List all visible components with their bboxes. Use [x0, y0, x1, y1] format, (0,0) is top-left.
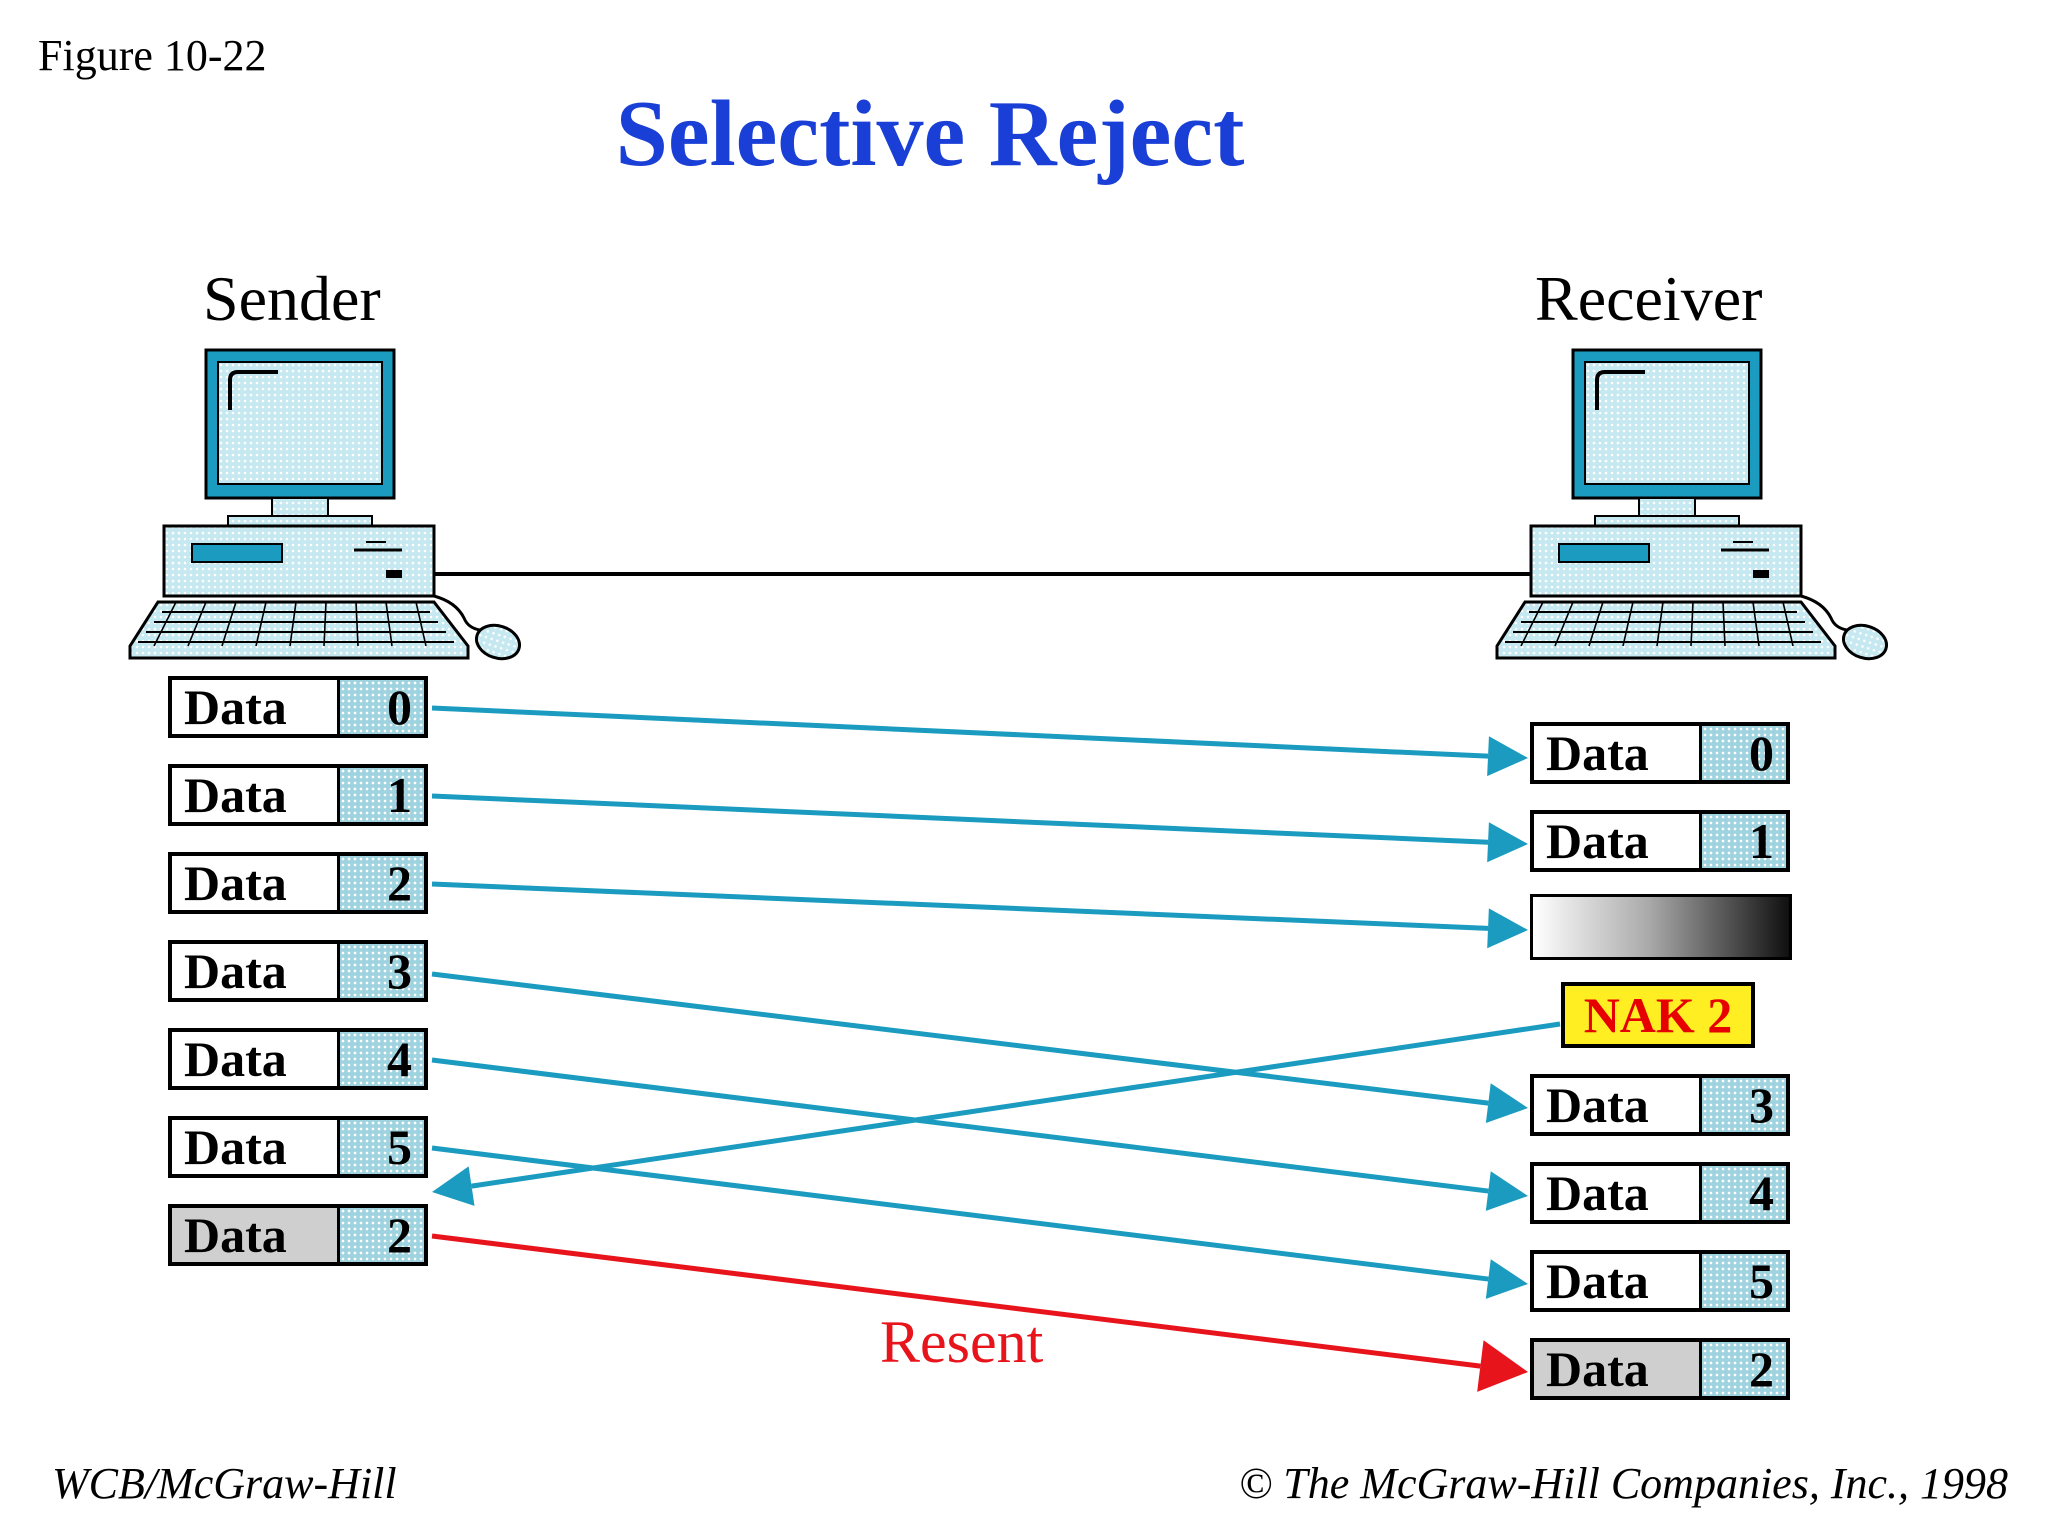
receiver-label: Receiver [1535, 263, 1763, 334]
sender-frame-seq: 5 [340, 1120, 424, 1174]
arrow-nak-2 [432, 1021, 1561, 1206]
page-title: Selective Reject [615, 82, 1245, 186]
sender-frame-seq: 0 [340, 680, 424, 734]
receiver-frame-label: Data [1534, 1342, 1702, 1396]
receiver-frame-seq: 4 [1702, 1166, 1786, 1220]
receiver-frame-label: Data [1534, 814, 1702, 868]
nak-frame: NAK 2 [1561, 982, 1755, 1048]
receiver-frame-seq: 1 [1702, 814, 1786, 868]
receiver-frame-label: Data [1534, 1078, 1702, 1132]
sender-frame-seq: 2 [340, 856, 424, 910]
damaged-frame [1530, 894, 1792, 960]
sender-frame-seq: 4 [340, 1032, 424, 1086]
sender-frame-label: Data [172, 944, 340, 998]
sender-computer-icon [128, 348, 526, 667]
sender-frame-seq: 1 [340, 768, 424, 822]
sender-frame-label: Data [172, 1120, 340, 1174]
resent-label: Resent [880, 1309, 1044, 1375]
sender-frame-label: Data [172, 680, 340, 734]
receiver-frame-seq: 3 [1702, 1078, 1786, 1132]
arrow-data-4 [431, 1057, 1528, 1211]
sender-frame-label: Data [172, 856, 340, 910]
receiver-frame-label: Data [1534, 1166, 1702, 1220]
arrow-data-2 [431, 881, 1528, 949]
arrow-data-1 [431, 793, 1528, 863]
receiver-frame-label: Data [1534, 1254, 1702, 1308]
figure-label: Figure 10-22 [38, 31, 267, 80]
arrow-resent-data-2 [431, 1233, 1528, 1392]
sender-frame-seq: 3 [340, 944, 424, 998]
sender-label: Sender [203, 263, 381, 334]
receiver-computer-icon [1495, 348, 1893, 667]
footer-publisher: WCB/McGraw-Hill [52, 1459, 397, 1508]
sender-frame-label: Data [172, 1032, 340, 1086]
sender-frame-label: Data [172, 1208, 340, 1262]
receiver-frame-seq: 5 [1702, 1254, 1786, 1308]
sender-frame-label: Data [172, 768, 340, 822]
footer-copyright: © The McGraw-Hill Companies, Inc., 1998 [1238, 1459, 2008, 1508]
receiver-frame-label: Data [1534, 726, 1702, 780]
sender-frame-seq: 2 [340, 1208, 424, 1262]
arrow-data-3 [431, 971, 1528, 1123]
arrow-data-0 [431, 705, 1528, 777]
receiver-frame-seq: 0 [1702, 726, 1786, 780]
arrow-data-5 [431, 1145, 1528, 1299]
receiver-frame-seq: 2 [1702, 1342, 1786, 1396]
